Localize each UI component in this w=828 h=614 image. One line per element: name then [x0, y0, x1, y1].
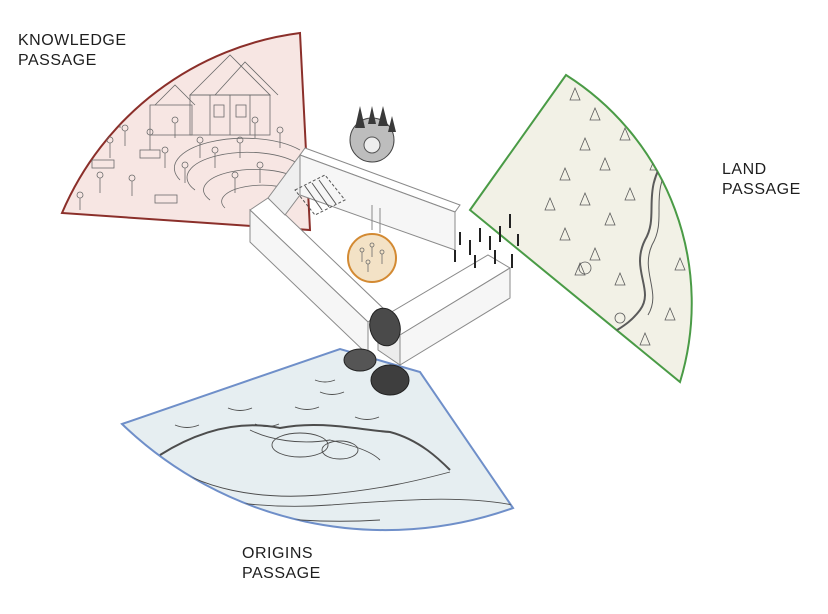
knowledge-passage-label: KNOWLEDGE PASSAGE — [18, 31, 127, 71]
origins-passage-label: ORIGINS PASSAGE — [242, 544, 321, 584]
land-label-line2: PASSAGE — [722, 181, 801, 198]
knowledge-passage-wedge — [60, 31, 312, 232]
knowledge-label-line1: KNOWLEDGE — [18, 32, 127, 49]
origins-sketch — [122, 379, 513, 522]
origins-label-line2: PASSAGE — [242, 565, 321, 582]
gathering-circle — [347, 233, 397, 283]
land-label-line1: LAND — [722, 161, 767, 178]
central-building — [249, 147, 511, 366]
origins-label-line1: ORIGINS — [242, 545, 314, 562]
land-sketch — [544, 86, 692, 346]
pole-posts — [454, 214, 519, 268]
boulders — [343, 307, 410, 396]
land-passage-label: LAND PASSAGE — [722, 160, 801, 200]
knowledge-label-line2: PASSAGE — [18, 52, 97, 69]
land-passage-wedge — [468, 73, 693, 384]
forest-circle — [349, 106, 396, 163]
origins-passage-wedge — [120, 347, 515, 532]
